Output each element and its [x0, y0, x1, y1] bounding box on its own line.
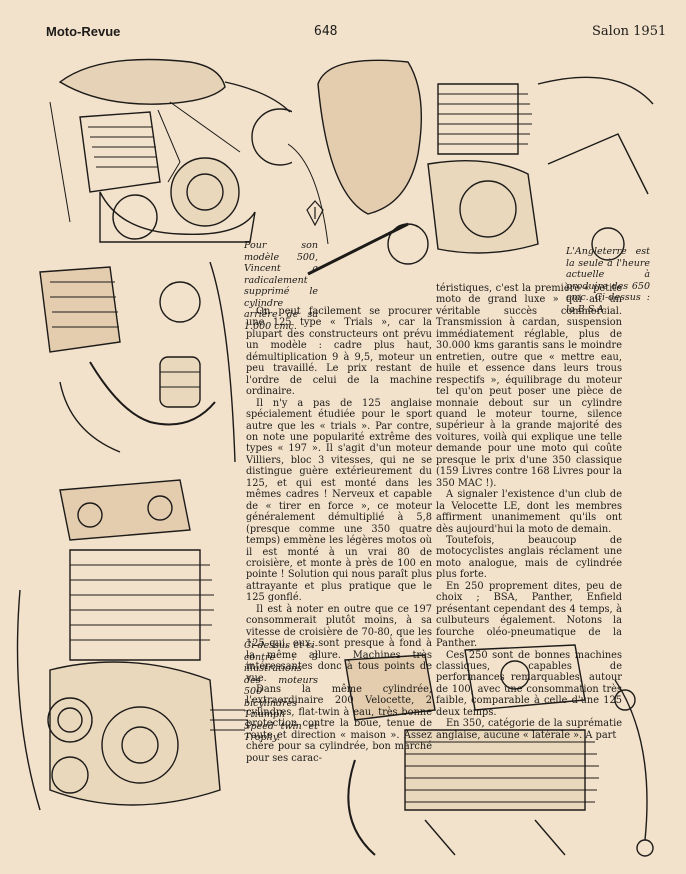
bsa-caption: L'Angleterre est la seule à l'heure actu… — [566, 246, 650, 315]
article-paragraph: téristiques, c'est la première « petite … — [436, 283, 622, 489]
page-number: 648 — [314, 24, 338, 39]
article-paragraph: Toutefois, beaucoup de motocyclistes ang… — [436, 534, 622, 581]
magazine-title: Moto-Revue — [46, 24, 121, 39]
article-paragraph: Ces 250 sont de bonnes machines classiqu… — [436, 649, 622, 718]
triumph-engine-illustration — [315, 640, 670, 862]
article-left-column: On peut facilement se procurer une 125 t… — [246, 306, 432, 764]
article-paragraph: On peut facilement se procurer une 125 t… — [246, 306, 432, 398]
article-paragraph: Dans la même cylindrée, l'extraordinaire… — [246, 683, 432, 764]
article-paragraph: En 350, catégorie de la suprématie angla… — [436, 718, 622, 741]
engine-detail-illustration — [30, 262, 240, 462]
triumph-cutaway-illustration — [10, 470, 250, 832]
bsa-engine-illustration — [288, 44, 660, 289]
article-paragraph: Il n'y a pas de 125 anglaise spécialemen… — [246, 397, 432, 604]
article-right-column: téristiques, c'est la première « petite … — [436, 283, 622, 741]
vincent-caption: Pour son modèle 500, Vincent a radicalem… — [244, 240, 318, 332]
badge-emblem-icon — [306, 200, 324, 226]
triumph-caption: Ci-dessus et ci-contre : 3 illustrations… — [244, 640, 318, 743]
article-paragraph: En 250 proprement dites, peu de choix ; … — [436, 580, 622, 650]
vincent-engine-illustration — [40, 42, 292, 254]
article-paragraph: Il est à noter en outre que ce 197 conso… — [246, 603, 432, 684]
section-title: Salon 1951 — [592, 24, 667, 39]
article-paragraph: A signaler l'existence d'un club de la V… — [436, 489, 622, 535]
